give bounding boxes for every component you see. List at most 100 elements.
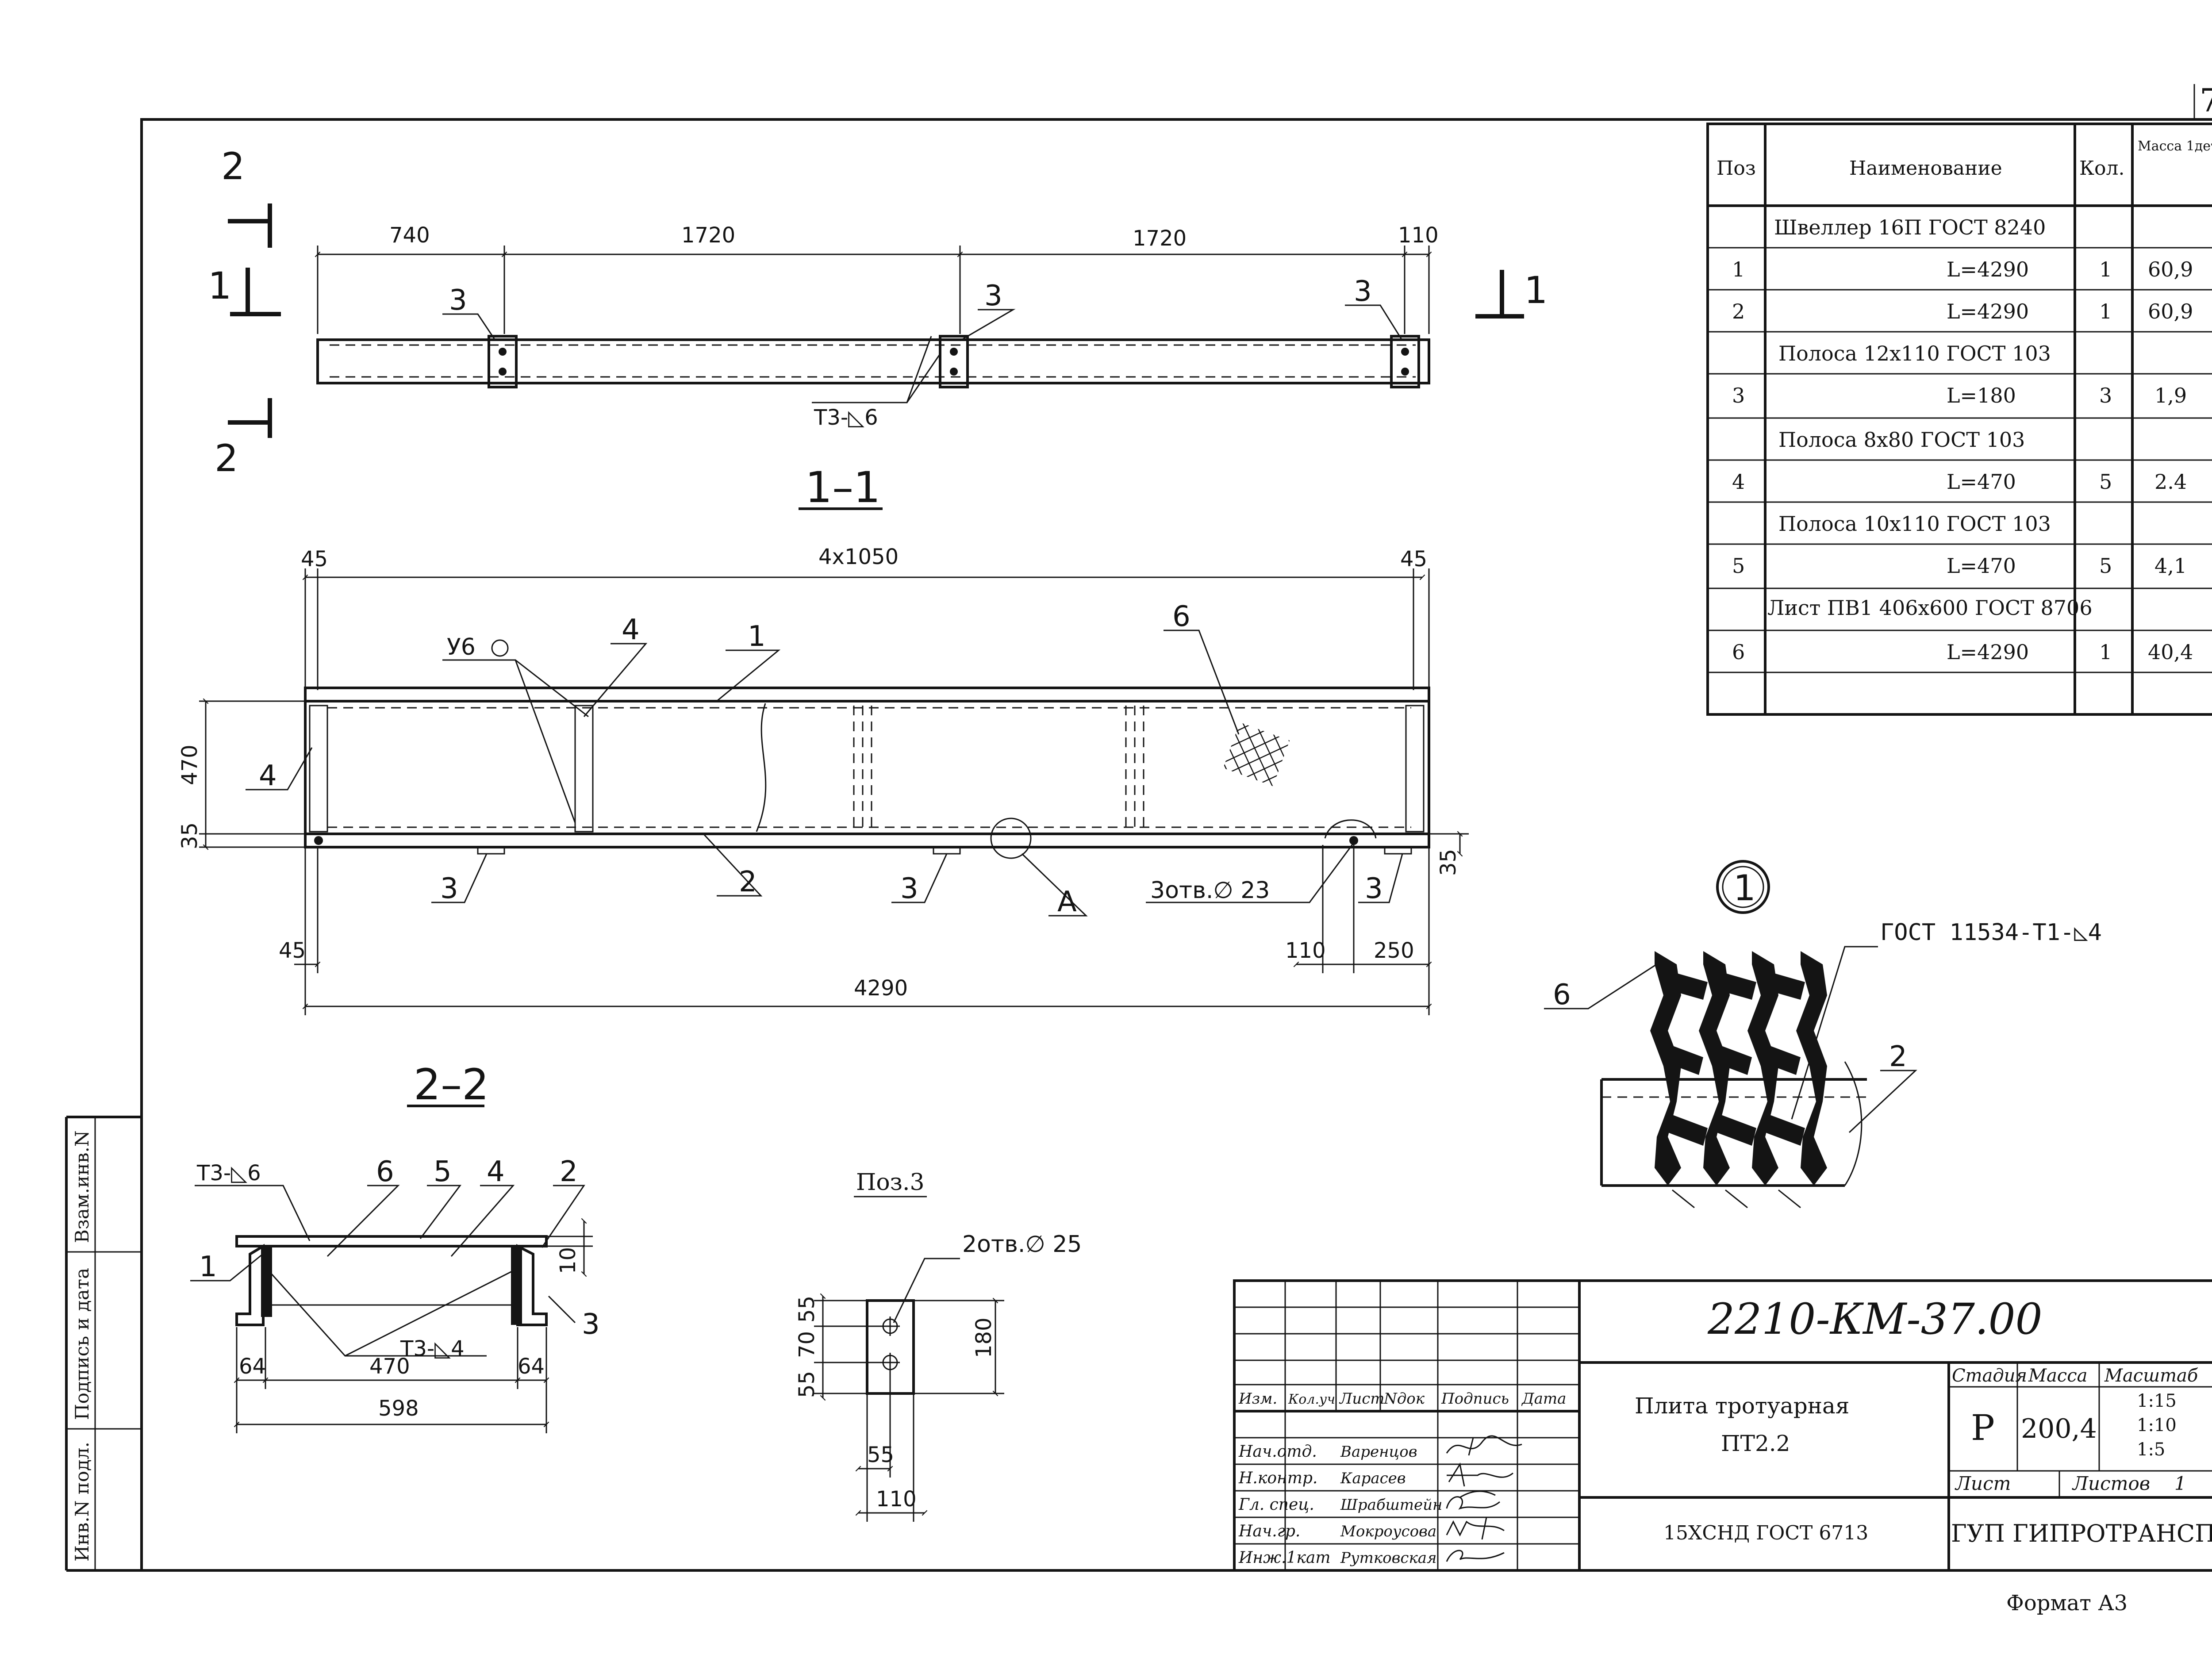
pos3-title: Поз.3 bbox=[856, 1169, 925, 1196]
detail-1-weld-note: ГОСТ 11534-Т1-◺4 bbox=[1880, 919, 2102, 946]
spec-header-mass: Масса 1дет, кг bbox=[2138, 138, 2212, 154]
section-1-1: 1–1 45 4x1050 45 bbox=[177, 463, 1469, 1015]
dim-110: 110 bbox=[876, 1487, 917, 1512]
drawing-text: 4 bbox=[1732, 470, 1745, 494]
callout-4: 4 bbox=[487, 1155, 505, 1188]
callout-6: 6 bbox=[1172, 600, 1190, 633]
change-header-kol: Кол.уч bbox=[1288, 1392, 1335, 1407]
dim-1720-a: 1720 bbox=[681, 223, 735, 248]
detail-1-mark: 1 bbox=[1733, 867, 1756, 909]
role-label: Инж.1кат bbox=[1238, 1549, 1330, 1567]
spec-row: 1 L=4290 1 60,9 bbox=[1732, 257, 2193, 281]
section-mark-2-top: 2 bbox=[221, 145, 245, 188]
drawing-text: L=4290 bbox=[1947, 299, 2029, 323]
page-number: 75 bbox=[2200, 82, 2212, 119]
spec-row: Полоса 10х110 ГОСТ 103 bbox=[1778, 512, 2051, 536]
drawing-text: L=4290 bbox=[1947, 257, 2029, 281]
callout-6: 6 bbox=[376, 1155, 394, 1188]
organization: ГУП ГИПРОТРАНСПУТЬ bbox=[1951, 1520, 2212, 1547]
stage-value: Р bbox=[1971, 1407, 1995, 1448]
dim-35-left: 35 bbox=[177, 822, 202, 849]
sheet-frame bbox=[65, 84, 2212, 1572]
drawing-text: Полоса 10х110 ГОСТ 103 bbox=[1778, 512, 2051, 536]
dim-110: 110 bbox=[1398, 223, 1439, 248]
weld-label-u6: У6 bbox=[447, 634, 476, 660]
drawing-text: Полоса 8х80 ГОСТ 103 bbox=[1778, 428, 2025, 452]
callout-1: 1 bbox=[199, 1251, 217, 1283]
dim-45-left: 45 bbox=[301, 547, 328, 572]
drawing-text: 5 bbox=[2099, 554, 2112, 578]
scale-value: 1:5 bbox=[2137, 1439, 2165, 1460]
scale-value: 1:10 bbox=[2137, 1415, 2177, 1435]
change-header-list: Лист bbox=[1339, 1390, 1385, 1408]
role-name: Карасев bbox=[1340, 1470, 1406, 1487]
section-2-2-title: 2–2 bbox=[414, 1060, 489, 1109]
dim-64-left: 64 bbox=[239, 1354, 266, 1379]
title-block: Изм. Кол.уч Лист Nдок Подпись Дата Нач.о… bbox=[1233, 1279, 2212, 1572]
drawing-text: 4,1 bbox=[2154, 554, 2187, 578]
drawing-text: 1,9 bbox=[2154, 384, 2187, 407]
scale-label: Масштаб bbox=[2104, 1366, 2198, 1386]
stamp-signature-date: Подпись и дата bbox=[71, 1268, 93, 1420]
document-number: 2210-КМ-37.00 bbox=[1707, 1294, 2043, 1344]
drawing-text: 2 bbox=[1732, 299, 1745, 323]
format-label: Формат А3 bbox=[2006, 1591, 2128, 1616]
spec-header-name: Наименование bbox=[1849, 157, 2002, 180]
callout-3-right: 3 bbox=[1365, 872, 1383, 905]
section-2-2: 2–2 Т3-◺6 6 5 4 2 1 3 Т3-◺4 10 bbox=[190, 1060, 600, 1433]
section-mark-1-right: 1 bbox=[1524, 269, 1548, 312]
drawing-text: Полоса 12х110 ГОСТ 103 bbox=[1778, 342, 2051, 365]
sheets-label: Листов bbox=[2072, 1473, 2150, 1494]
plan-plate bbox=[1390, 335, 1420, 388]
dim-45-bottom: 45 bbox=[279, 938, 306, 963]
change-header-date: Дата bbox=[1521, 1390, 1566, 1408]
holes-note-25: 2отв.∅ 25 bbox=[962, 1231, 1082, 1258]
change-header-sign: Подпись bbox=[1441, 1390, 1509, 1408]
sheets-count: 1 bbox=[2174, 1473, 2186, 1494]
dim-740: 740 bbox=[389, 223, 430, 248]
mass-value: 200,4 bbox=[2021, 1413, 2097, 1444]
spec-row: 3 L=180 3 1,9 bbox=[1732, 384, 2187, 407]
drawing-text: 40,4 bbox=[2148, 640, 2193, 664]
drawing-text: Швеллер 16П ГОСТ 8240 bbox=[1774, 215, 2046, 239]
callout-3-mid: 3 bbox=[900, 872, 918, 905]
drawing-text: L=470 bbox=[1947, 554, 2016, 578]
drawing-text: 1 bbox=[2099, 257, 2112, 281]
dim-45-right: 45 bbox=[1400, 547, 1427, 572]
stamp-inv-original: Инв.N подл. bbox=[71, 1442, 93, 1562]
callout-5: 5 bbox=[434, 1155, 452, 1188]
drawing-text: 1 bbox=[1732, 257, 1745, 281]
expanded-metal bbox=[1650, 951, 1827, 1186]
spec-row: 2 L=4290 1 60,9 bbox=[1732, 299, 2193, 323]
callout-3: 3 bbox=[582, 1308, 600, 1341]
callout-3: 3 bbox=[449, 284, 467, 317]
product-code: ПТ2.2 bbox=[1721, 1431, 1790, 1456]
role-name: Шрабштейн bbox=[1340, 1496, 1442, 1514]
dim-10: 10 bbox=[556, 1247, 580, 1274]
dim-250: 250 bbox=[1374, 938, 1414, 963]
weld-t3-6: Т3-◺6 bbox=[196, 1161, 261, 1186]
spec-row: 5 L=470 5 4,1 bbox=[1732, 554, 2187, 578]
dim-35-right: 35 bbox=[1436, 849, 1461, 876]
spec-row: 4 L=470 5 2.4 bbox=[1732, 470, 2187, 494]
spec-row: Полоса 12х110 ГОСТ 103 bbox=[1778, 342, 2051, 365]
spec-header-mass-text: Масса 1дет, кг bbox=[2138, 138, 2212, 154]
drawing-text: 2.4 bbox=[2154, 470, 2187, 494]
dim-180: 180 bbox=[972, 1317, 996, 1358]
callout-1: 1 bbox=[748, 620, 766, 653]
drawing-text: 5 bbox=[2099, 470, 2112, 494]
detail-1: 1 ГОСТ 11534-Т1-◺4 6 2 bbox=[1544, 860, 2102, 1209]
dim-55-top: 55 bbox=[795, 1296, 819, 1323]
spec-header-qty: Кол. bbox=[2079, 157, 2124, 180]
spec-row: Лист ПВ1 406х600 ГОСТ 8706 bbox=[1767, 596, 2093, 620]
dim-4290: 4290 bbox=[854, 976, 908, 1001]
role-label: Нач.гр. bbox=[1238, 1522, 1300, 1540]
pos3-detail: Поз.3 2отв.∅ 25 55 70 55 180 55 110 bbox=[795, 1169, 1082, 1522]
section-mark-1-left: 1 bbox=[208, 264, 231, 307]
weld-t3-4: Т3-◺4 bbox=[400, 1336, 465, 1361]
drawing-text: 60,9 bbox=[2148, 299, 2193, 323]
dim-470: 470 bbox=[369, 1354, 410, 1379]
spec-header-pos: Поз bbox=[1717, 157, 1756, 180]
change-header-ndok: Nдок bbox=[1383, 1390, 1425, 1408]
